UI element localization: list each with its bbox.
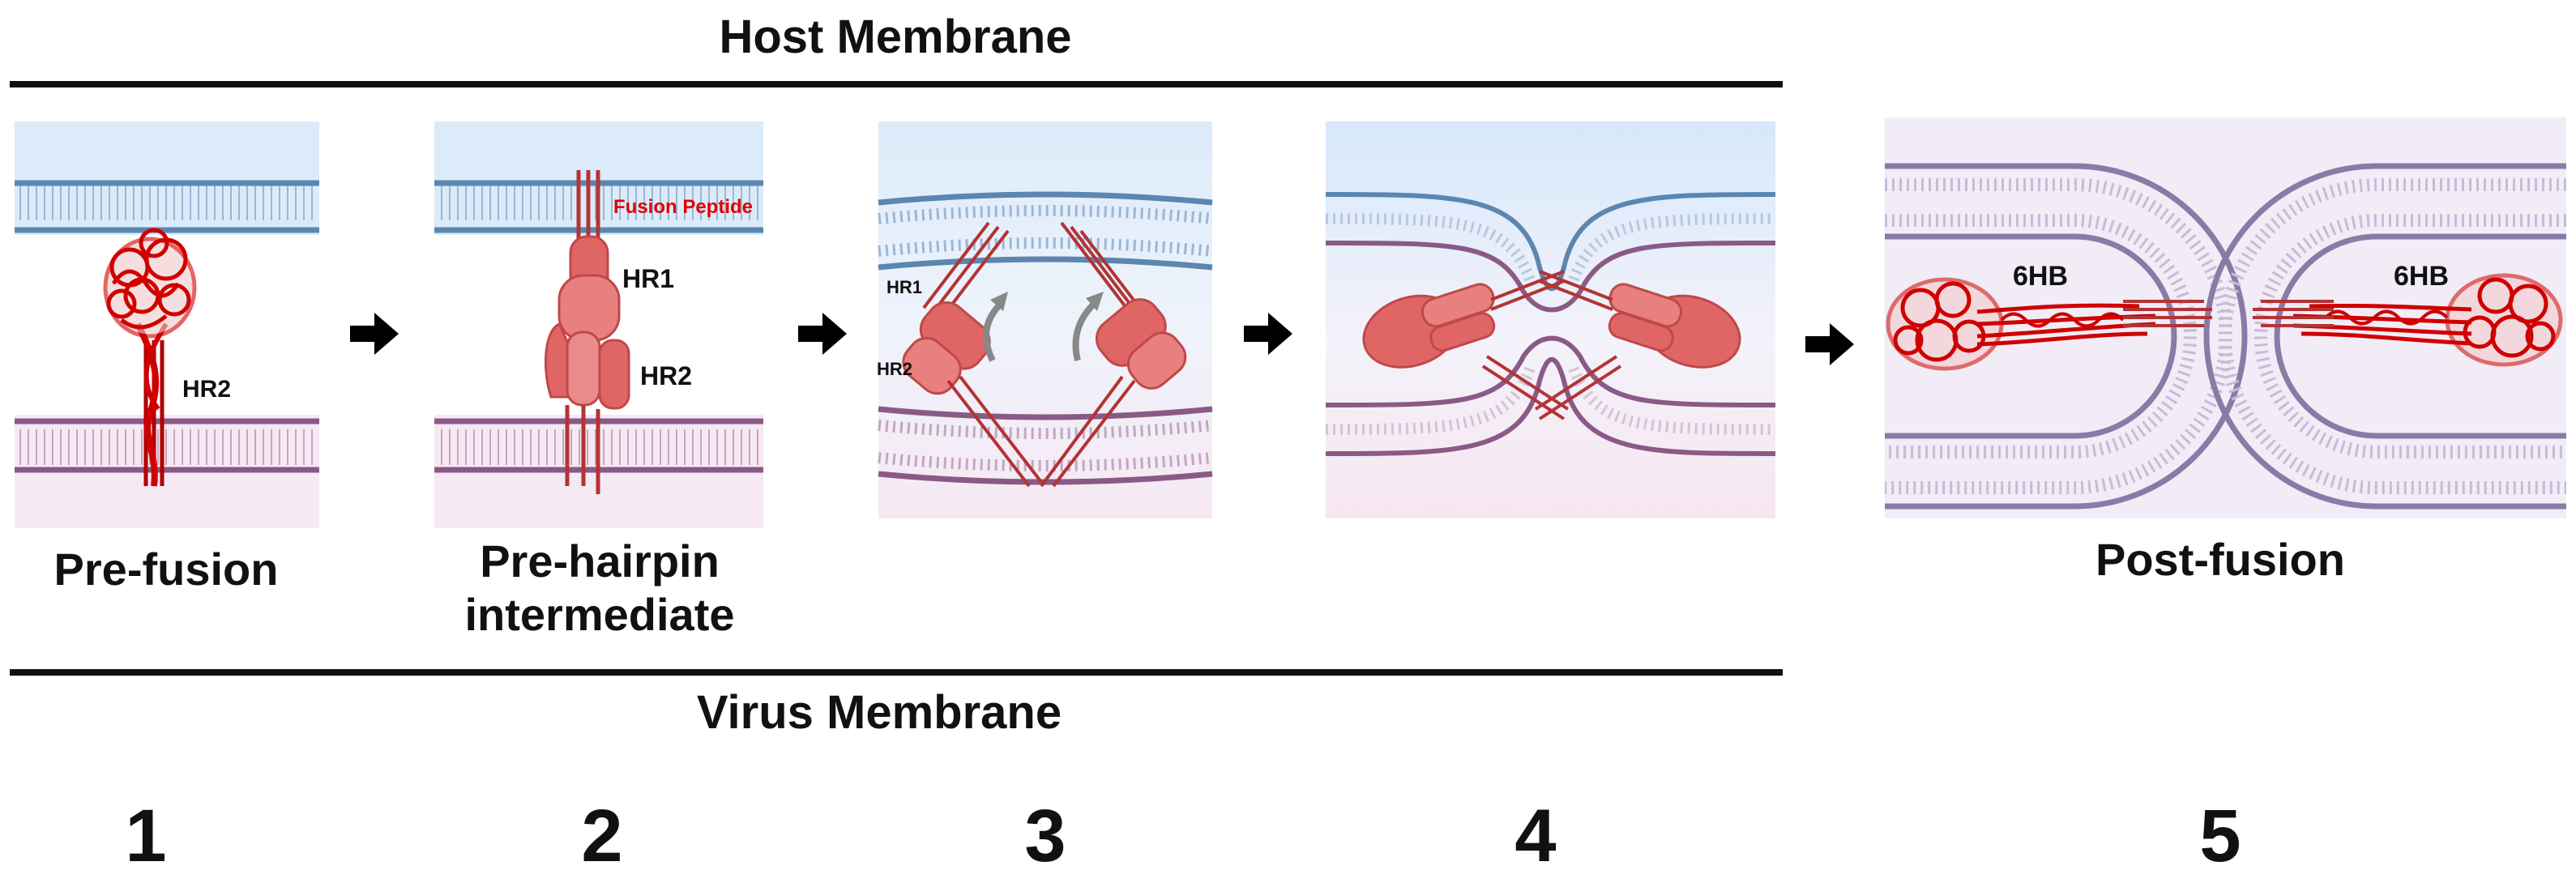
step-number-4: 4	[1514, 795, 1557, 877]
step-number-2: 2	[581, 795, 623, 877]
panel-1-illustration: HR2	[15, 122, 319, 528]
step-arrow-3	[1244, 313, 1292, 355]
panel-1-caption: Pre-fusion	[16, 543, 316, 596]
virus-membrane-label: Virus Membrane	[696, 686, 1062, 739]
panel-2-illustration: Fusion Peptide HR1 HR2	[434, 122, 763, 528]
step-arrow-1	[350, 313, 399, 355]
panel-2-caption: Pre-hairpin intermediate	[421, 535, 778, 642]
step-arrow-2	[798, 313, 847, 355]
panel-2-caption-line-2: intermediate	[464, 589, 735, 641]
panel-2-caption-line-1: Pre-hairpin	[480, 535, 720, 587]
left-6hb-structure	[1886, 277, 2156, 371]
fusion-peptide-label: Fusion Peptide	[613, 196, 753, 218]
panel-3-hr2-label: HR2	[877, 359, 912, 379]
panel-2-hr1-label: HR1	[622, 264, 674, 293]
panel-2-hr2-label: HR2	[640, 361, 692, 390]
right-6hb-structure	[2292, 273, 2563, 367]
panel-4-illustration	[1325, 122, 1776, 518]
panel-1-caption-line-1: Pre-fusion	[53, 544, 279, 595]
step-number-3: 3	[1024, 795, 1066, 877]
panel-5-caption: Post-fusion	[2010, 533, 2431, 587]
panel-1-hr2-label: HR2	[182, 376, 231, 403]
panel-3-hr1-label: HR1	[886, 277, 922, 297]
right-6hb-label: 6HB	[2394, 261, 2449, 292]
prefusion-head-structure	[103, 228, 197, 339]
host-membrane-label: Host Membrane	[719, 11, 1072, 63]
step-number-5: 5	[2199, 795, 2241, 877]
panel-3-illustration: HR1 HR2	[877, 122, 1213, 518]
panel-5-caption-line-1: Post-fusion	[2095, 534, 2345, 585]
left-6hb-label: 6HB	[2013, 261, 2068, 292]
panel-5-illustration: 6HB 6HB	[1885, 117, 2566, 518]
step-number-1: 1	[125, 795, 167, 877]
step-arrow-4	[1805, 323, 1854, 365]
